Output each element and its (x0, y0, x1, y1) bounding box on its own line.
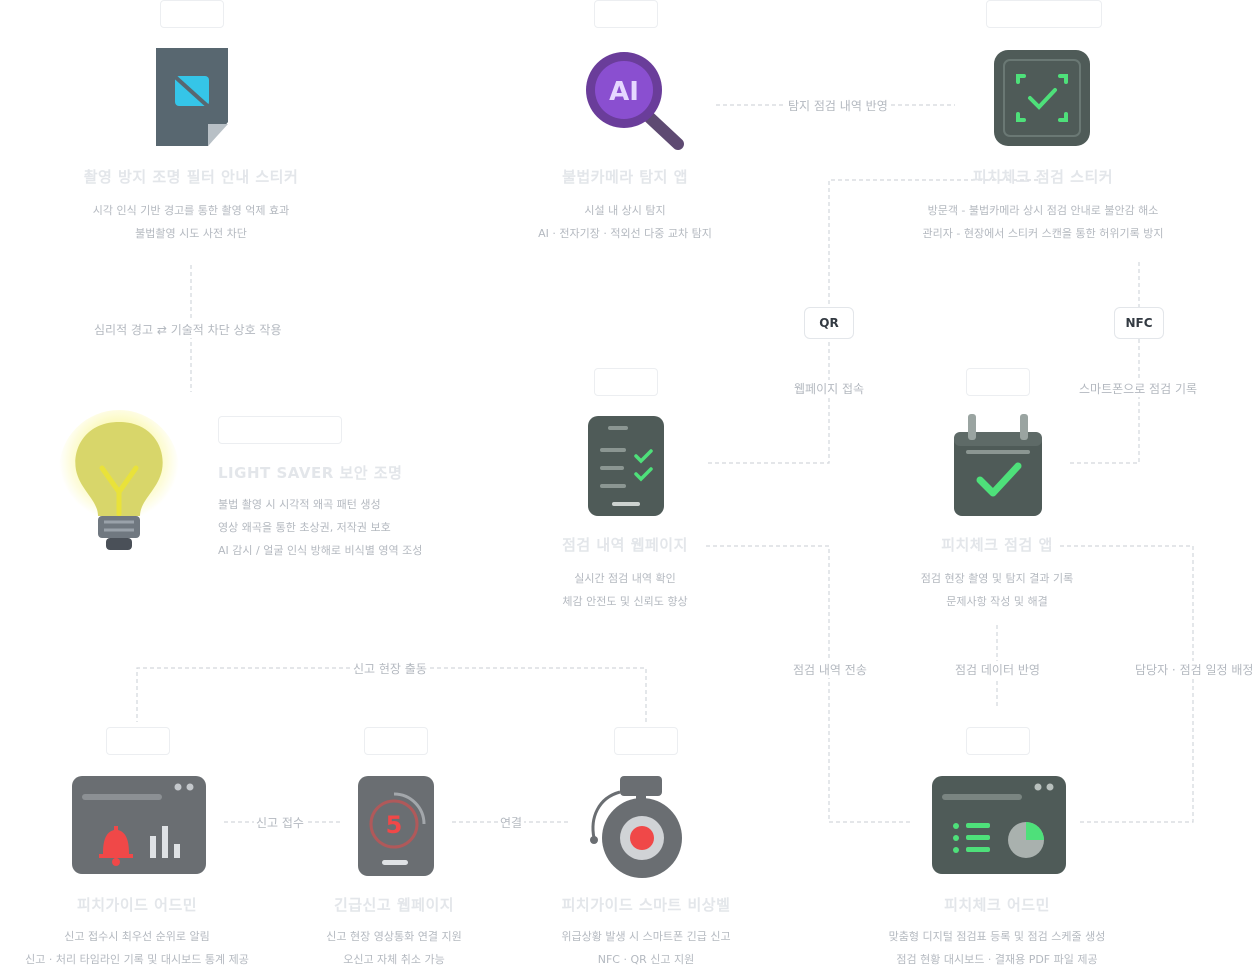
chip-nfc: NFC (1114, 307, 1164, 339)
edge-label-report-recv: 신고 접수 (254, 814, 306, 831)
node-desc: AI · 전자기장 · 적외선 다중 교차 탐지 (538, 227, 712, 240)
node-desc: 불법촬영 시도 사전 차단 (135, 227, 247, 240)
node-desc: AI 감시 / 얼굴 인식 방해로 비식별 영역 조성 (218, 544, 423, 557)
node-emergency: 긴급신고 웹페이지 신고 현장 영상통화 연결 지원 오신고 자체 취소 가능 (244, 894, 544, 971)
svg-text:AI: AI (609, 77, 639, 107)
node-ai: 불법카메라 탐지 앱 시설 내 상시 탐지 AI · 전자기장 · 적외선 다중… (475, 166, 775, 245)
tag-emergency (364, 727, 428, 755)
tag-web (594, 368, 658, 396)
node-title: 피치체크 점검 앱 (941, 536, 1053, 554)
emergency-phone-icon: 5 (358, 776, 434, 876)
qr-scan-sticker-icon (994, 50, 1090, 146)
calendar-check-icon (954, 414, 1042, 516)
node-title: 피치체크 점검 스티커 (972, 168, 1114, 186)
node-title: 점검 내역 웹페이지 (562, 536, 688, 554)
node-desc: 시설 내 상시 탐지 (584, 204, 666, 217)
node-title: 피치가이드 어드민 (76, 896, 198, 914)
node-app: 피치체크 점검 앱 점검 현장 촬영 및 탐지 결과 기록 문제사항 작성 및 … (847, 534, 1147, 613)
node-desc: 영상 왜곡을 통한 초상권, 저작권 보호 (218, 521, 391, 534)
node-title: 불법카메라 탐지 앱 (562, 168, 688, 186)
tag-checkadmin (966, 727, 1030, 755)
tag-ai (594, 0, 658, 28)
node-desc: NFC · QR 신고 지원 (597, 953, 695, 966)
tag-bell (614, 727, 678, 755)
edge-label-send: 점검 내역 전송 (791, 661, 869, 678)
node-bell: 피치가이드 스마트 비상벨 위급상황 발생 시 스마트폰 긴급 신고 NFC ·… (496, 894, 796, 971)
check-admin-dashboard-icon (932, 776, 1066, 874)
node-checkadmin: 피치체크 어드민 맞춤형 디지털 점검표 등록 및 점검 스케줄 생성 점검 현… (847, 894, 1147, 971)
admin-dashboard-icon (72, 776, 206, 874)
tag-qrsticker (986, 0, 1102, 28)
tag-app (966, 368, 1030, 396)
svg-text:5: 5 (386, 811, 403, 839)
node-desc: 점검 현장 촬영 및 탐지 결과 기록 (920, 572, 1074, 585)
ai-magnifier-icon: AI (586, 52, 684, 150)
node-sticker: 촬영 방지 조명 필터 안내 스티커 시각 인식 기반 경고를 통한 촬영 억제… (41, 166, 341, 245)
node-desc: 오신고 자체 취소 가능 (343, 953, 445, 966)
tag-sticker (160, 0, 224, 28)
node-title: 피치체크 어드민 (944, 896, 1050, 914)
edge-label-ai-to-sticker: 탐지 점검 내역 반영 (786, 97, 890, 114)
node-desc: 관리자 - 현장에서 스티커 스캔을 통한 허위기록 방지 (922, 227, 1164, 240)
edge-label-assign: 담당자 · 점검 일정 배정 (1133, 661, 1254, 678)
node-title: 피치가이드 스마트 비상벨 (561, 896, 731, 914)
emergency-bell-icon (590, 776, 682, 878)
node-qrsticker: 피치체크 점검 스티커 방문객 - 불법카메라 상시 점검 안내로 불안감 해소… (893, 166, 1193, 245)
node-title: 촬영 방지 조명 필터 안내 스티커 (83, 168, 299, 186)
node-desc: 맞춤형 디지털 점검표 등록 및 점검 스케줄 생성 (888, 930, 1106, 943)
edge-label-connect: 연결 (498, 814, 525, 831)
chip-qr: QR (804, 307, 854, 339)
node-title: 긴급신고 웹페이지 (333, 896, 455, 914)
checklist-web-icon (588, 416, 664, 516)
node-desc: 체감 안전도 및 신뢰도 향상 (562, 595, 688, 608)
node-desc: 위급상황 발생 시 스마트폰 긴급 신고 (561, 930, 731, 943)
node-admin: 피치가이드 어드민 신고 접수시 최우선 순위로 알림 신고 · 처리 타임라인… (0, 894, 287, 971)
node-desc: 방문객 - 불법카메라 상시 점검 안내로 불안감 해소 (927, 204, 1159, 217)
edge-label-nfc-app: 스마트폰으로 점검 기록 (1077, 380, 1200, 397)
node-title: LIGHT SAVER 보안 조명 (218, 464, 403, 482)
light-bulb-icon (59, 410, 179, 550)
node-light: LIGHT SAVER 보안 조명 불법 촬영 시 시각적 왜곡 패턴 생성 영… (218, 462, 422, 562)
sticker-document-icon (156, 48, 228, 146)
node-web: 점검 내역 웹페이지 실시간 점검 내역 확인 체감 안전도 및 신뢰도 향상 (475, 534, 775, 613)
tag-light (218, 416, 342, 444)
node-desc: 신고 · 처리 타임라인 기록 및 대시보드 통계 제공 (25, 953, 249, 966)
node-desc: 문제사항 작성 및 해결 (946, 595, 1048, 608)
edge-label-reflect: 점검 데이터 반영 (953, 661, 1042, 678)
node-desc: 신고 접수시 최우선 순위로 알림 (64, 930, 210, 943)
edge-label-report-field: 신고 현장 출동 (351, 660, 429, 677)
node-desc: 불법 촬영 시 시각적 왜곡 패턴 생성 (218, 498, 381, 511)
edge-label-psych: 심리적 경고 ⇄ 기술적 차단 상호 작용 (92, 321, 284, 338)
node-desc: 시각 인식 기반 경고를 통한 촬영 억제 효과 (92, 204, 290, 217)
node-desc: 실시간 점검 내역 확인 (574, 572, 676, 585)
node-desc: 신고 현장 영상통화 연결 지원 (326, 930, 462, 943)
tag-admin (106, 727, 170, 755)
edge-label-qr-web: 웹페이지 접속 (792, 380, 867, 397)
node-desc: 점검 현황 대시보드 · 결재용 PDF 파일 제공 (896, 953, 1098, 966)
